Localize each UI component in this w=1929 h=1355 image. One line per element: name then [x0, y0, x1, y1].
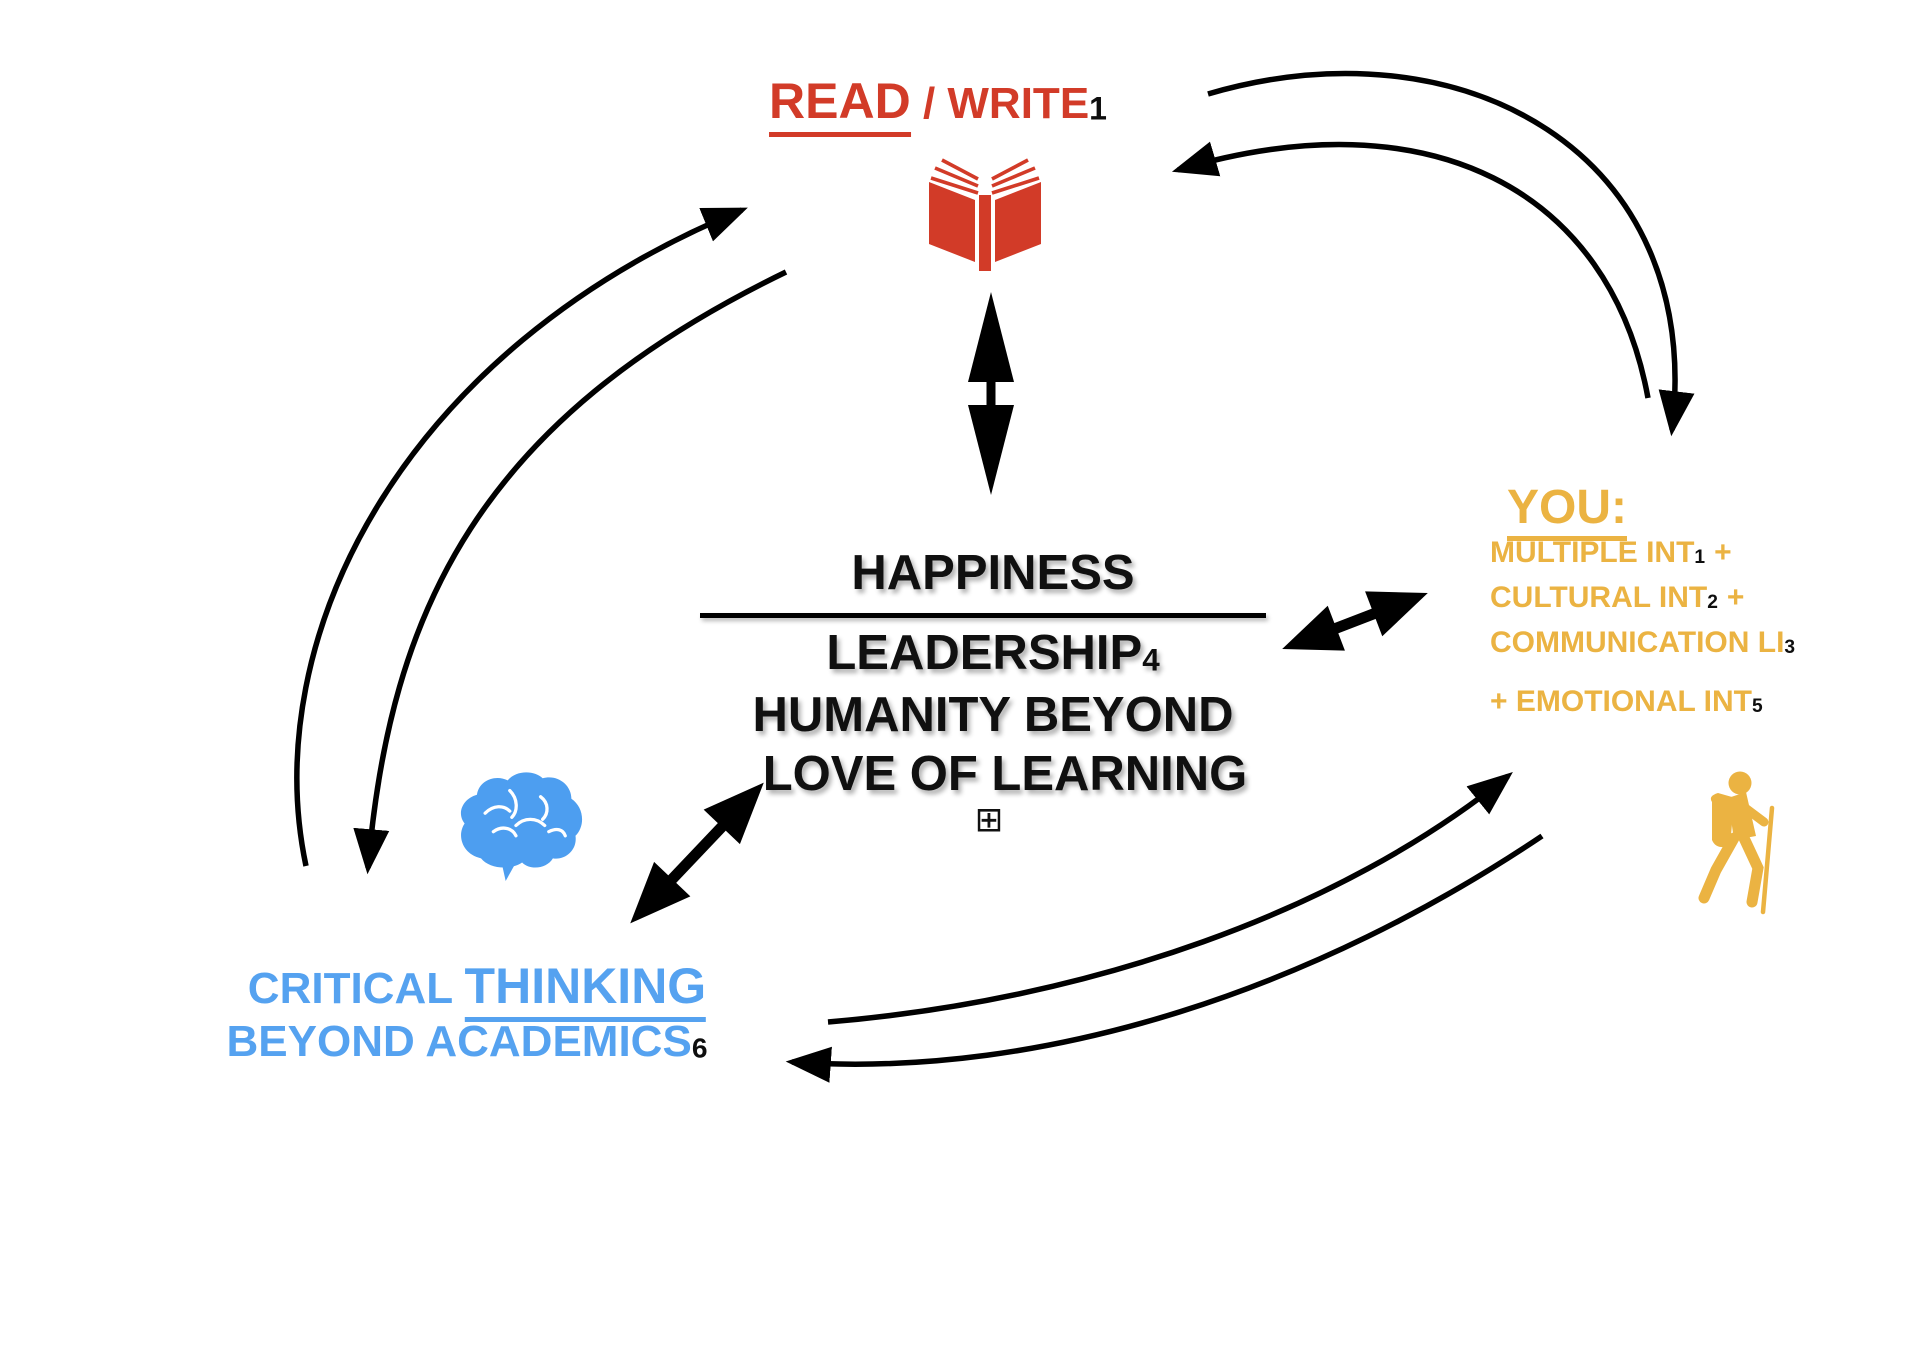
- center-happiness: HAPPINESS: [851, 546, 1135, 600]
- double-arrow-center-thinking: [630, 782, 764, 924]
- double-arrow-book-center: [968, 292, 1014, 495]
- read-word: READ: [769, 73, 911, 137]
- you-attributes-list: MULTIPLE INT1+ CULTURAL INT2+ COMMUNICAT…: [1490, 533, 1795, 727]
- read-write-label: READ / WRITE1: [769, 72, 1107, 137]
- beyond-academics-label: BEYOND ACADEMICS6: [226, 1017, 708, 1066]
- beyond-academics-footnote: 6: [691, 1032, 708, 1064]
- arc-read-to-you: [1207, 70, 1695, 437]
- critical-word: CRITICAL: [247, 964, 465, 1013]
- you-title: YOU:: [1507, 480, 1627, 542]
- you-item-communication: COMMUNICATION LI3: [1490, 625, 1796, 659]
- arc-you-to-thinking: [785, 833, 1544, 1083]
- center-leadership: LEADERSHIP4: [826, 626, 1160, 680]
- you-item-cultural-int: CULTURAL INT2+: [1490, 580, 1745, 614]
- arc-you-to-read: [1171, 141, 1651, 399]
- center-humanity: HUMANITY BEYOND: [752, 688, 1234, 742]
- arc-thinking-to-read: [294, 207, 748, 867]
- leadership-footnote: 4: [1142, 642, 1160, 678]
- book-icon: [929, 158, 1041, 271]
- thinking-word: THINKING: [464, 958, 707, 1022]
- arc-read-to-thinking: [353, 269, 788, 875]
- double-arrow-center-you: [1282, 591, 1428, 651]
- write-separator: /: [910, 79, 948, 128]
- you-item-emotional-int: + EMOTIONAL INT5: [1490, 684, 1763, 718]
- write-word: WRITE: [947, 79, 1090, 128]
- critical-thinking-label: CRITICAL THINKING: [247, 957, 707, 1022]
- read-write-footnote: 1: [1089, 90, 1107, 127]
- hiker-icon: [1698, 771, 1775, 915]
- center-divider-line: [700, 613, 1266, 618]
- arc-thinking-to-you: [827, 772, 1513, 1025]
- you-item-multiple-int: MULTIPLE INT1+: [1490, 536, 1732, 569]
- brain-icon: [460, 772, 583, 881]
- plus-box-icon: ⊞: [974, 801, 1004, 839]
- center-love-of-learning: LOVE OF LEARNING: [762, 747, 1248, 801]
